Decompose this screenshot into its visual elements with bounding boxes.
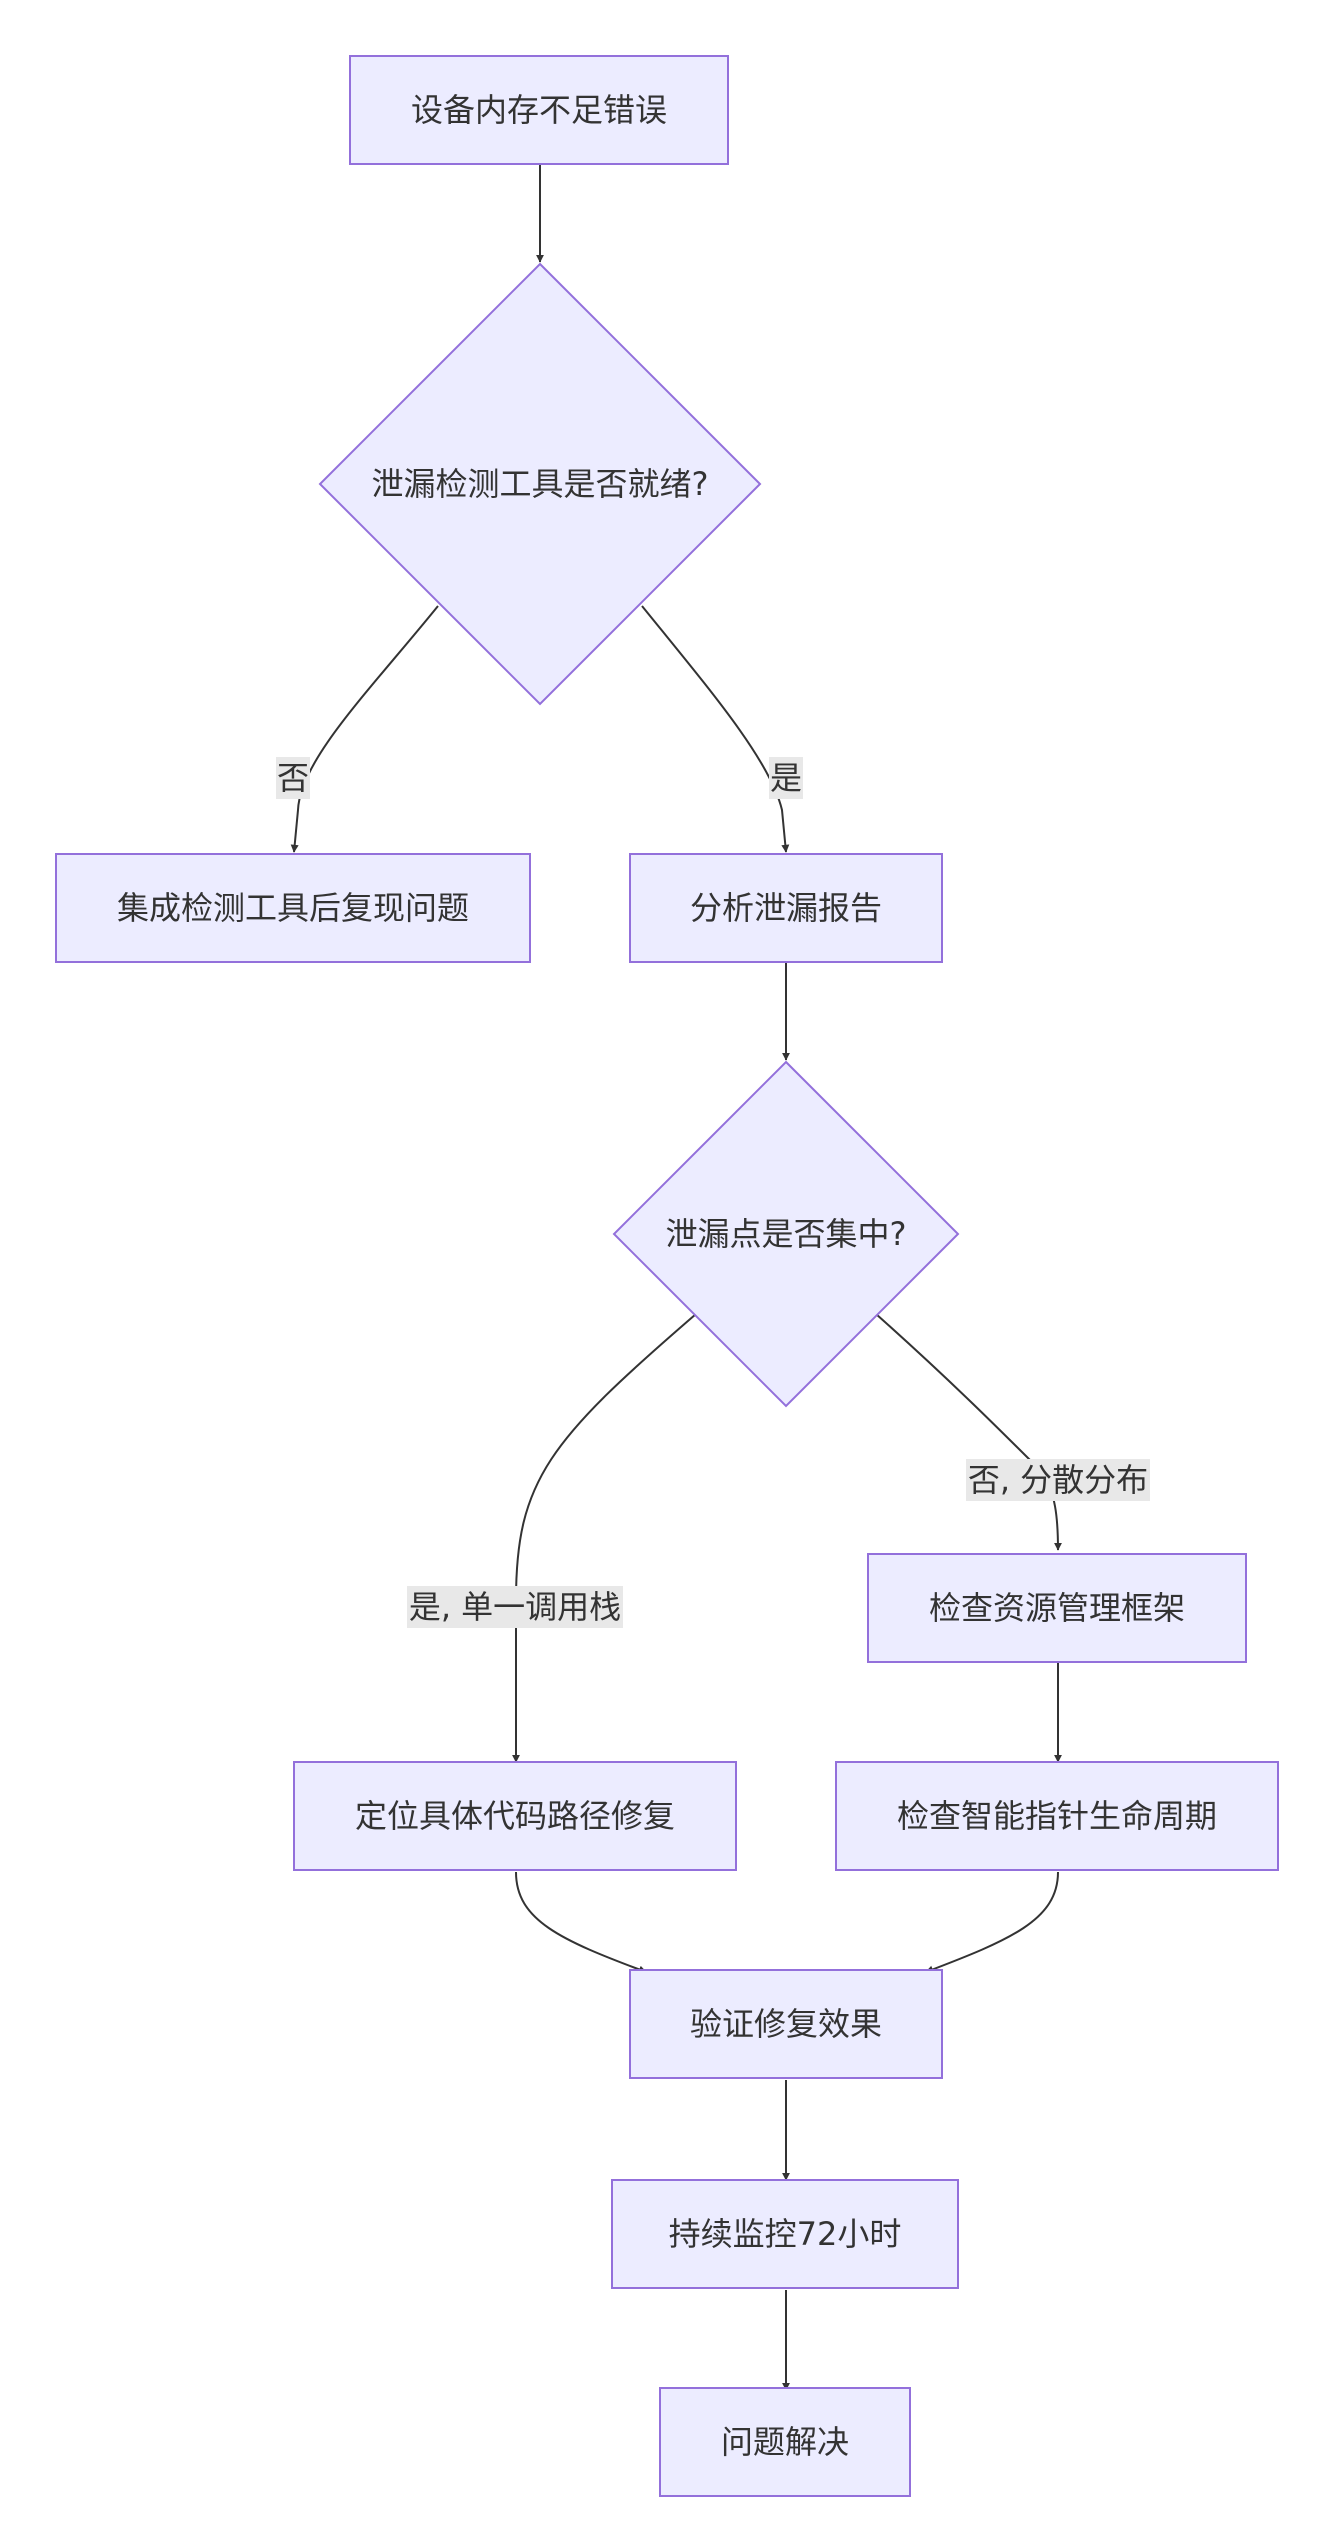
edge-label-yes: 是 [769,757,803,799]
edge-label-yes-single-stack: 是, 单一调用栈 [407,1586,623,1628]
node-resolved: 问题解决 [659,2387,911,2497]
node-tool-ready: 泄漏检测工具是否就绪? [318,262,762,706]
edge-label-no-scattered-text: 否, 分散分布 [968,1461,1148,1499]
edge-labels: 否 是 是, 单一调用栈 否, 分散分布 [276,757,1150,1628]
node-locate-fix: 定位具体代码路径修复 [293,1761,737,1871]
node-check-pointer-label: 检查智能指针生命周期 [897,1797,1217,1835]
node-monitor-label: 持续监控72小时 [669,2215,902,2253]
edge-locate-fix-to-verify [515,1871,647,1974]
edge-label-yes-text: 是 [770,759,802,797]
edge-label-no-scattered: 否, 分散分布 [966,1459,1150,1501]
edge-label-no: 否 [276,757,310,799]
node-resolved-label: 问题解决 [721,2423,849,2461]
node-check-framework: 检查资源管理框架 [867,1553,1247,1663]
node-verify-label: 验证修复效果 [690,2005,882,2043]
node-integrate-label: 集成检测工具后复现问题 [117,889,469,927]
node-analyze-label: 分析泄漏报告 [690,889,882,927]
node-concentrated: 泄漏点是否集中? [612,1060,960,1408]
node-tool-ready-label: 泄漏检测工具是否就绪? [372,465,709,503]
edge-label-yes-single-stack-text: 是, 单一调用栈 [409,1588,621,1626]
edge-tool-ready-to-analyze [641,605,790,853]
edge-concentrated-to-check-framework [875,1313,1062,1551]
node-verify: 验证修复效果 [629,1969,943,2079]
edges [290,164,1062,2391]
node-start-label: 设备内存不足错误 [411,91,667,129]
edge-check-pointer-to-verify [925,1871,1059,1974]
node-monitor: 持续监控72小时 [611,2179,959,2289]
edge-tool-ready-to-integrate [290,605,439,853]
node-integrate: 集成检测工具后复现问题 [55,853,531,963]
edge-concentrated-to-locate-fix [512,1313,697,1763]
node-check-pointer: 检查智能指针生命周期 [835,1761,1279,1871]
node-check-framework-label: 检查资源管理框架 [929,1589,1185,1627]
nodes: 设备内存不足错误 泄漏检测工具是否就绪? 集成检测工具后复现问题 分析泄漏报告 … [55,55,1279,2497]
node-analyze: 分析泄漏报告 [629,853,943,963]
node-locate-fix-label: 定位具体代码路径修复 [355,1797,675,1835]
edge-label-no-text: 否 [277,759,309,797]
node-start: 设备内存不足错误 [349,55,729,165]
node-concentrated-label: 泄漏点是否集中? [666,1215,907,1253]
